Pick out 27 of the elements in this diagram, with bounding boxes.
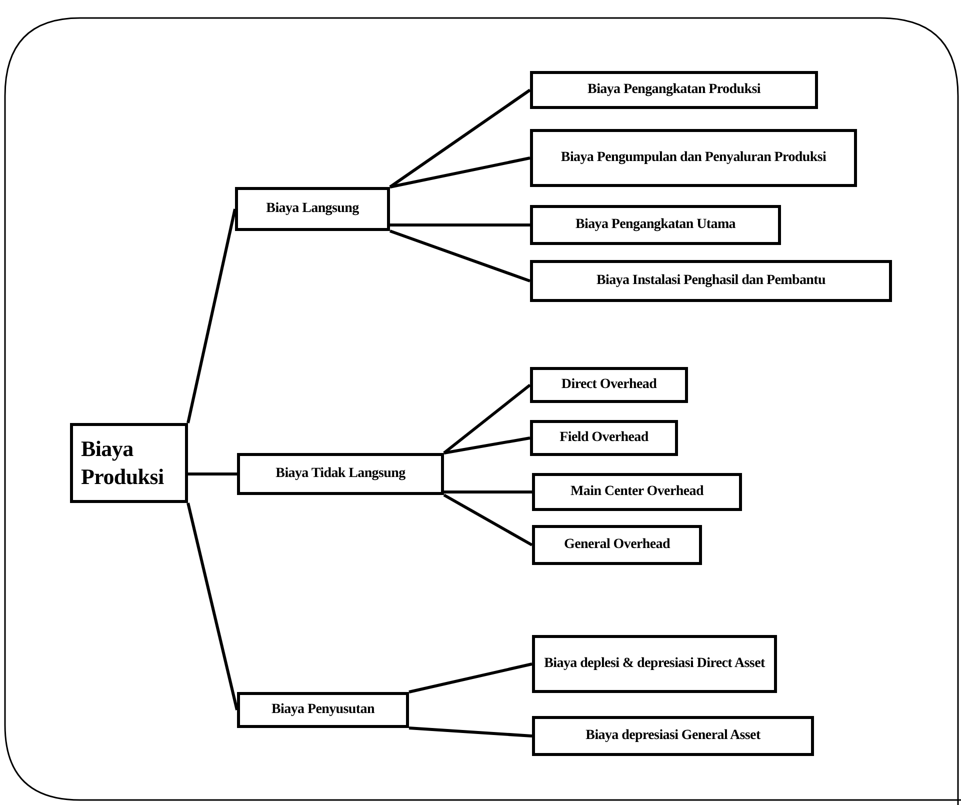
- connector-line: [186, 502, 238, 710]
- connector-line: [188, 472, 237, 476]
- category-box: Biaya Pengangkatan Produksi: [530, 71, 818, 109]
- category-box: Biaya Pengangkatan Utama: [530, 205, 781, 245]
- category-box: Biaya Instalasi Penghasil dan Pembantu: [530, 260, 892, 302]
- connector-line: [389, 88, 531, 188]
- connector-line: [408, 726, 532, 738]
- category-box: Biaya deplesi & depresiasi Direct Asset: [532, 635, 777, 693]
- connector-line: [443, 384, 531, 454]
- category-box: Biaya Pengumpulan dan Penyaluran Produksi: [530, 129, 857, 187]
- connector-line: [390, 230, 530, 282]
- connector-line: [390, 156, 530, 188]
- category-box: Biaya Tidak Langsung: [237, 453, 444, 495]
- category-box: Biaya Penyusutan: [237, 692, 409, 728]
- category-box: Biaya depresiasi General Asset: [532, 716, 814, 756]
- connector-line: [408, 662, 532, 694]
- category-box: Field Overhead: [530, 420, 678, 456]
- category-box: Main Center Overhead: [532, 473, 742, 511]
- connector-line: [186, 208, 236, 424]
- category-box: General Overhead: [532, 525, 702, 565]
- category-box: Biaya Langsung: [235, 187, 390, 231]
- connector-line: [443, 494, 533, 546]
- category-box: Direct Overhead: [530, 367, 688, 403]
- connector-line: [444, 490, 532, 494]
- connector-line: [444, 436, 530, 454]
- connector-line: [390, 224, 530, 226]
- root-category-box: Biaya Produksi: [70, 423, 188, 503]
